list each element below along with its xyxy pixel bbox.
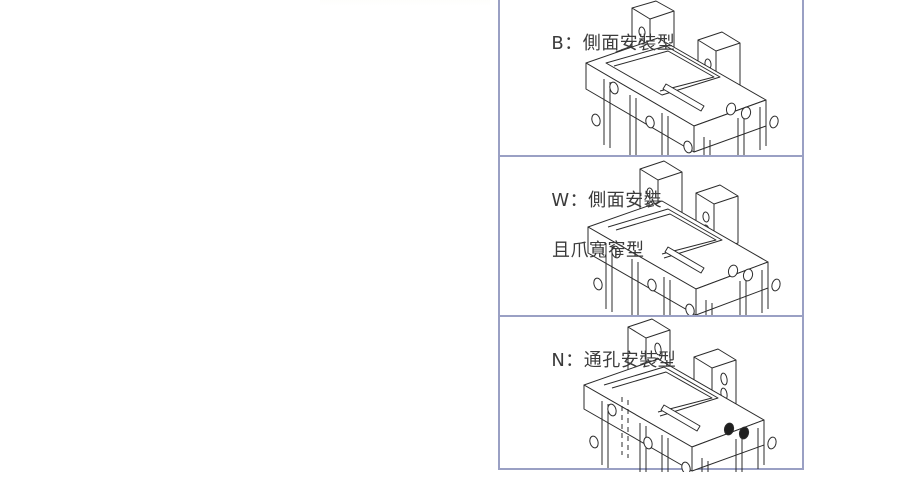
- option-label-b: B：側面安裝型: [514, 6, 675, 81]
- top-faint-banner: [320, 0, 490, 6]
- option-label-w: W：側面安裝 且爪寬窄型: [514, 163, 662, 313]
- figure-n: [570, 317, 800, 472]
- option-label-n-line1: N：通孔安裝型: [551, 350, 677, 371]
- option-label-b-line1: B：側面安裝型: [551, 33, 676, 54]
- figure-b: [570, 0, 800, 155]
- option-label-w-line1: W：側面安裝: [551, 190, 663, 211]
- figure-w: [570, 157, 800, 315]
- option-label-n: N：通孔安裝型: [514, 323, 676, 398]
- option-row-w[interactable]: W：側面安裝 且爪寬窄型: [500, 157, 802, 317]
- option-label-w-line2: 且爪寬窄型: [552, 240, 645, 261]
- option-row-b[interactable]: B：側面安裝型: [500, 0, 802, 157]
- option-row-n[interactable]: N：通孔安裝型: [500, 317, 802, 472]
- mounting-type-option-table: B：側面安裝型: [498, 0, 804, 472]
